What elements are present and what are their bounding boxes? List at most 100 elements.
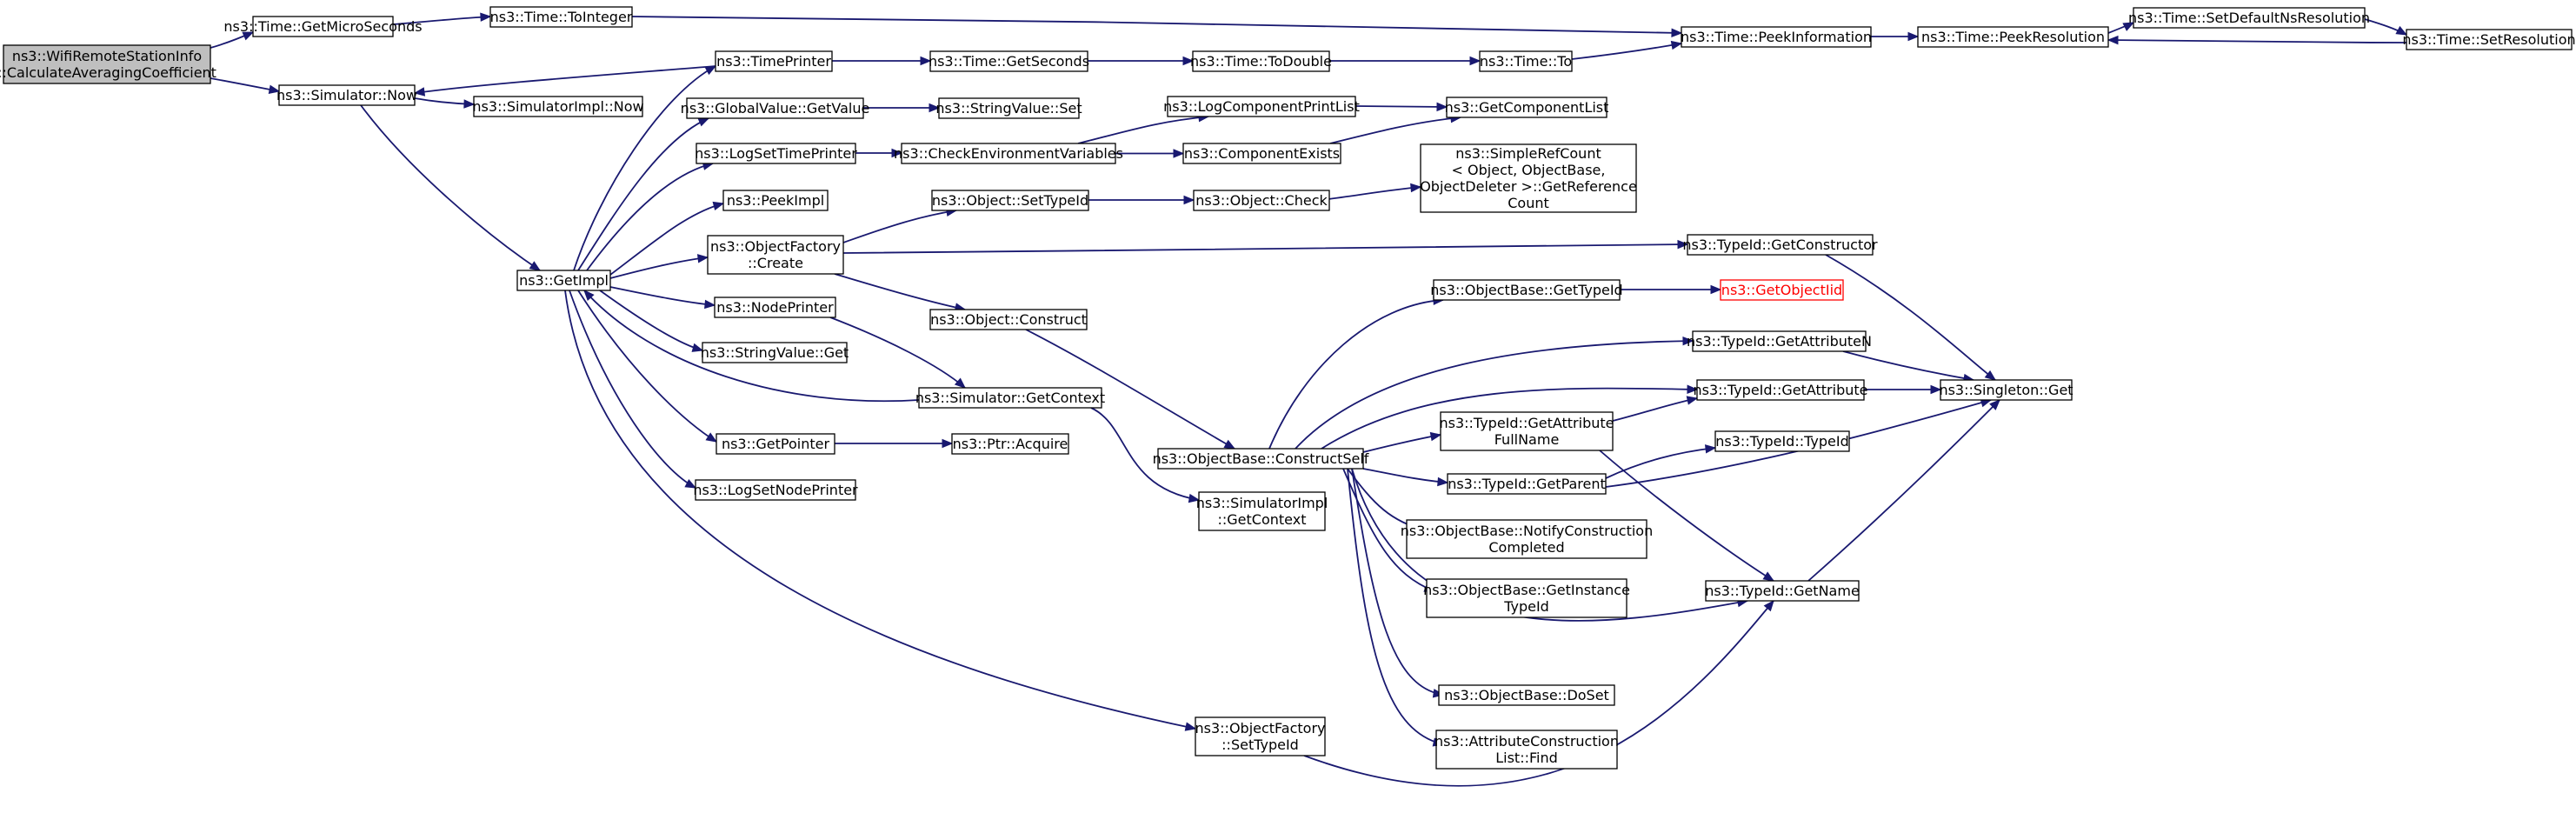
node-typeIdGetName[interactable]: ns3::TypeId::GetName <box>1705 580 1860 602</box>
node-box <box>3 44 211 84</box>
node-setResolution[interactable]: ns3::Time::SetResolution <box>2402 29 2576 50</box>
node-getAttributeN[interactable]: ns3::TypeId::GetAttributeN <box>1687 330 1872 352</box>
node-typeIdTypeId[interactable]: ns3::TypeId::TypeId <box>1714 430 1850 452</box>
node-label-line: ns3::PeekImpl <box>727 192 824 209</box>
node-nodePrinter[interactable]: ns3::NodePrinter <box>714 297 836 318</box>
node-box <box>1720 279 1844 301</box>
node-simpleRefCount[interactable]: ns3::SimpleRefCount< Object, ObjectBase,… <box>1420 143 1637 213</box>
edge-typeIdGetName-to-singletonGet <box>1807 399 2000 582</box>
node-label-line: ::GetContext <box>1218 511 1307 528</box>
node-label-line: ns3::Ptr::Acquire <box>953 436 1068 452</box>
node-peekImpl[interactable]: ns3::PeekImpl <box>722 190 829 211</box>
edge-getConstructor-to-singletonGet <box>1825 254 1997 381</box>
node-label-line: ns3::Time::PeekInformation <box>1681 29 1872 45</box>
node-objectConstruct[interactable]: ns3::Object::Construct <box>929 309 1088 330</box>
node-label-line: ns3::TypeId::GetParent <box>1448 476 1606 492</box>
edge-getImpl-to-logSetNodePrinter <box>569 290 697 489</box>
node-checkEnvVars[interactable]: ns3::CheckEnvironmentVariables <box>894 143 1123 164</box>
node-box <box>2133 7 2366 29</box>
node-box <box>1167 96 1356 117</box>
node-getObjectIid[interactable]: ns3::GetObjectIid <box>1720 279 1844 301</box>
node-objBaseGetTypeId[interactable]: ns3::ObjectBase::GetTypeId <box>1430 279 1623 301</box>
edge-peekResolution-to-setDefaultNsResolution <box>2107 22 2135 34</box>
node-logSetNodePrinter[interactable]: ns3::LogSetNodePrinter <box>693 479 858 501</box>
edge-simGetContext-to-simImplGetContext <box>1090 407 1201 503</box>
edge-getAttributeFullName-to-getAttribute <box>1612 396 1699 422</box>
node-label-line: ::Create <box>748 255 803 271</box>
node-box <box>722 190 829 211</box>
node-getMicroSeconds[interactable]: ns3::Time::GetMicroSeconds <box>223 16 423 37</box>
node-timePrinter[interactable]: ns3::TimePrinter <box>715 50 833 72</box>
node-stringValueGet[interactable]: ns3::StringValue::Get <box>701 342 849 363</box>
node-label-line: ns3::NodePrinter <box>716 299 834 316</box>
node-label-line: ns3::Object::SetTypeId <box>932 192 1088 209</box>
node-label-line: ns3::AttributeConstruction <box>1434 733 1619 750</box>
node-timeToDouble[interactable]: ns3::Time::ToDouble <box>1190 50 1332 72</box>
node-label-line: ::CalculateAveragingCoefficient <box>0 64 216 81</box>
edge-simNow-to-getImpl <box>360 104 542 271</box>
node-label-line: ns3::Object::Check <box>1195 192 1328 209</box>
node-simGetContext[interactable]: ns3::Simulator::GetContext <box>915 387 1105 409</box>
node-getComponentList[interactable]: ns3::GetComponentList <box>1445 97 1609 118</box>
node-simImplNow[interactable]: ns3::SimulatorImpl::Now <box>472 96 644 117</box>
edge-getImpl-to-globalValueGetValue <box>577 117 710 271</box>
node-peekResolution[interactable]: ns3::Time::PeekResolution <box>1917 26 2109 48</box>
node-box <box>1195 716 1326 756</box>
node-box <box>696 143 856 164</box>
node-getParent[interactable]: ns3::TypeId::GetParent <box>1447 473 1607 495</box>
node-logComponentPrintList[interactable]: ns3::LogComponentPrintList <box>1163 96 1360 117</box>
node-ptrAcquire[interactable]: ns3::Ptr::Acquire <box>951 433 1069 455</box>
node-label-line: TypeId <box>1503 598 1549 615</box>
node-objectFactorySetTypeId[interactable]: ns3::ObjectFactory::SetTypeId <box>1195 716 1326 756</box>
edge-getPointer-to-ptrAcquire <box>835 438 954 449</box>
node-label-line: ::SetTypeId <box>1221 736 1299 753</box>
node-setDefaultNsResolution[interactable]: ns3::Time::SetDefaultNsResolution <box>2128 7 2370 29</box>
node-box <box>938 97 1080 119</box>
node-label-line: ns3::ObjectBase::NotifyConstruction <box>1401 523 1653 539</box>
node-label-line: ns3::LogSetTimePrinter <box>695 145 857 162</box>
edge-checkEnvVars-to-componentExists <box>1115 149 1185 158</box>
node-objectFactoryCreate[interactable]: ns3::ObjectFactory::Create <box>707 235 844 275</box>
node-box <box>1433 279 1621 301</box>
node-notifyConstructionCompleted[interactable]: ns3::ObjectBase::NotifyConstructionCompl… <box>1401 519 1653 559</box>
node-box <box>1435 730 1618 770</box>
node-box <box>1940 379 2073 401</box>
node-getAttribute[interactable]: ns3::TypeId::GetAttribute <box>1693 379 1868 401</box>
node-componentExists[interactable]: ns3::ComponentExists <box>1182 143 1341 164</box>
node-getImpl[interactable]: ns3::GetImpl <box>516 270 611 291</box>
node-label-line: ns3::GlobalValue::GetValue <box>681 100 870 117</box>
node-objectSetTypeId[interactable]: ns3::Object::SetTypeId <box>931 190 1089 211</box>
node-globalValueGetValue[interactable]: ns3::GlobalValue::GetValue <box>681 97 870 119</box>
node-box <box>1479 50 1573 72</box>
node-simImplGetContext[interactable]: ns3::SimulatorImpl::GetContext <box>1196 491 1328 531</box>
node-objectCheck[interactable]: ns3::Object::Check <box>1193 190 1330 211</box>
node-box <box>1705 580 1860 602</box>
node-root[interactable]: ns3::WifiRemoteStationInfo::CalculateAve… <box>0 44 216 84</box>
node-doSet[interactable]: ns3::ObjectBase::DoSet <box>1438 684 1615 706</box>
node-box <box>1681 26 1872 48</box>
node-toInteger[interactable]: ns3::Time::ToInteger <box>489 6 633 28</box>
node-getPointer[interactable]: ns3::GetPointer <box>716 433 835 455</box>
node-getConstructor[interactable]: ns3::TypeId::GetConstructor <box>1682 234 1878 256</box>
node-timeGetSeconds[interactable]: ns3::Time::GetSeconds <box>929 50 1089 72</box>
node-constructSelf[interactable]: ns3::ObjectBase::ConstructSelf <box>1153 448 1369 470</box>
edge-getImpl-to-stringValueGet <box>599 290 704 352</box>
node-label-line: Completed <box>1488 539 1564 556</box>
node-label-line: ns3::SimpleRefCount <box>1455 145 1601 162</box>
node-singletonGet[interactable]: ns3::Singleton::Get <box>1939 379 2073 401</box>
node-peekInformation[interactable]: ns3::Time::PeekInformation <box>1681 26 1872 48</box>
node-box <box>1692 330 1867 352</box>
node-label-line: List::Find <box>1495 750 1558 766</box>
node-label-line: ns3::CheckEnvironmentVariables <box>894 145 1123 162</box>
node-box <box>1182 143 1341 164</box>
node-box <box>715 50 833 72</box>
node-label-line: ns3::SimulatorImpl::Now <box>472 98 643 115</box>
node-stringValueSet[interactable]: ns3::StringValue::Set <box>935 97 1082 119</box>
node-simNow[interactable]: ns3::Simulator::Now <box>276 84 417 106</box>
node-logSetTimePrinter[interactable]: ns3::LogSetTimePrinter <box>695 143 857 164</box>
node-timeTo[interactable]: ns3::Time::To <box>1479 50 1573 72</box>
